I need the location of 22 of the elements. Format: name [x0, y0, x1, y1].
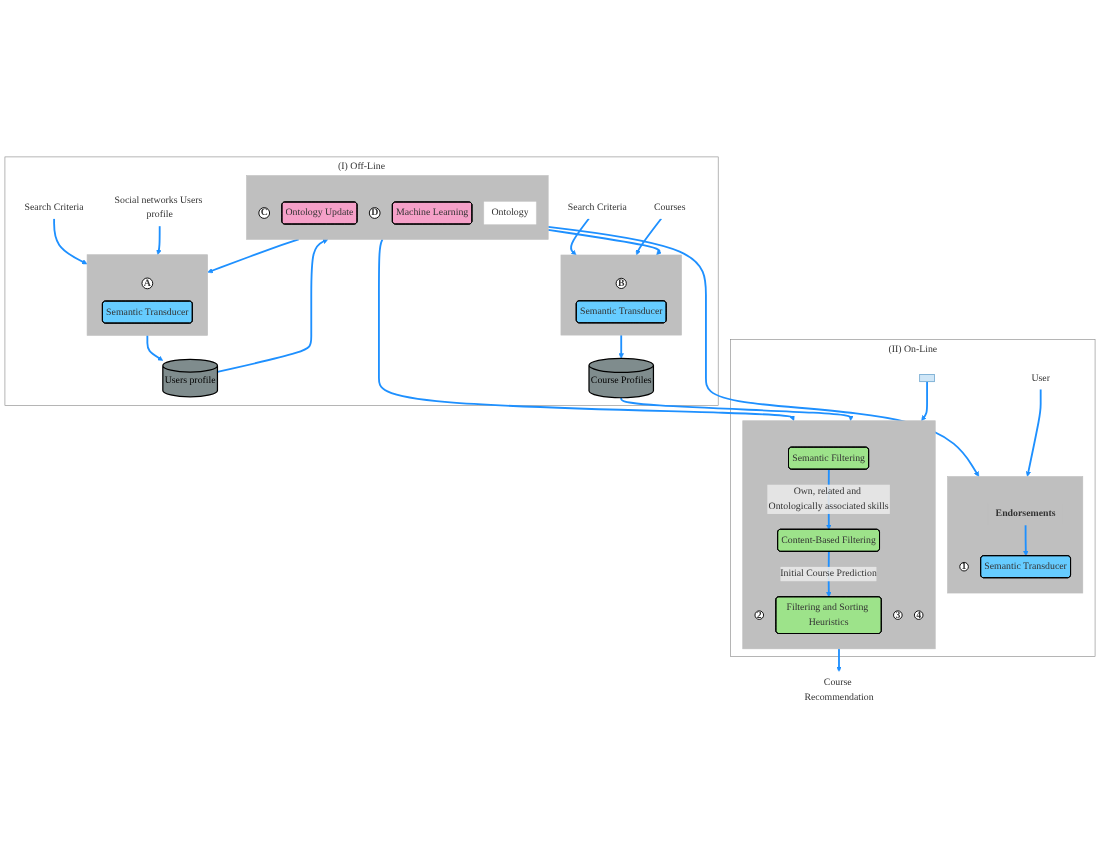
arrow — [216, 239, 329, 374]
cluster — [947, 476, 1084, 594]
arrow — [1023, 524, 1029, 557]
arrow — [547, 229, 662, 256]
arrow — [620, 397, 854, 422]
cluster — [246, 175, 549, 240]
arrow — [921, 381, 928, 422]
arrow — [547, 226, 980, 477]
arrow — [207, 238, 300, 274]
arrow — [378, 238, 795, 422]
arrow — [570, 217, 590, 256]
arrow — [146, 334, 164, 362]
cluster — [560, 254, 682, 336]
arrow — [618, 334, 624, 359]
arrow — [635, 217, 663, 256]
arrow — [1025, 388, 1042, 477]
node-box — [919, 374, 935, 383]
arrow — [53, 217, 88, 265]
cluster — [742, 420, 936, 650]
cluster — [86, 254, 208, 336]
arrow — [156, 225, 162, 256]
arrow — [836, 648, 842, 673]
